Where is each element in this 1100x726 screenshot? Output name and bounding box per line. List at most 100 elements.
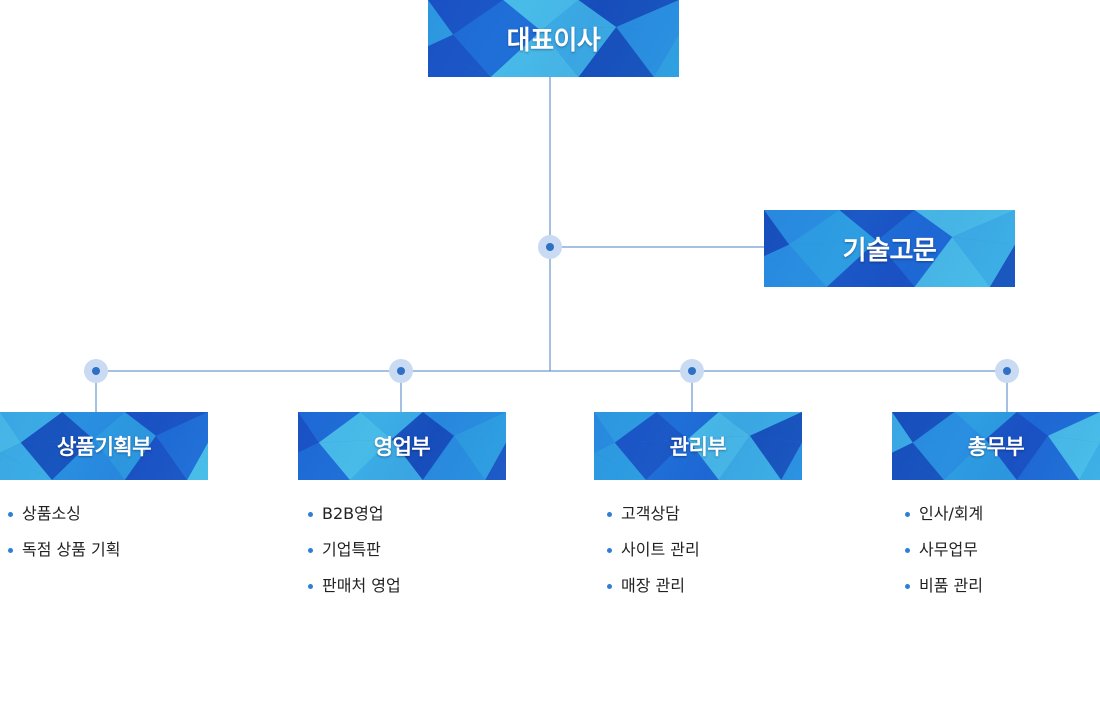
department-label: 총무부: [967, 435, 1025, 459]
facet-shape: [764, 244, 827, 287]
facet-shape: [156, 412, 208, 443]
duty-item: 매장 관리: [599, 572, 799, 608]
facet-shape: [952, 210, 1015, 245]
facet-shape: [750, 435, 802, 480]
facet-shape: [616, 0, 679, 35]
duty-item: 비품 관리: [897, 572, 1097, 608]
facet-shape: [839, 210, 915, 241]
bullet-dot-icon: [905, 584, 910, 589]
duty-text: 독점 상품 기획: [22, 540, 121, 559]
facet-shape: [428, 46, 491, 77]
facet-shape: [578, 0, 679, 27]
facet-shape: [20, 439, 94, 480]
facet-shape: [298, 412, 361, 443]
facet-shape: [0, 412, 21, 453]
duty-item: 인사/회계: [897, 500, 1097, 536]
facet-shape: [1016, 412, 1100, 436]
facet-shape: [954, 412, 1017, 440]
facet-shape: [350, 439, 423, 480]
advisor-box-pattern: [764, 210, 1015, 287]
department-box-pattern: [0, 412, 208, 480]
duty-item: 기업특판: [300, 536, 500, 572]
facet-shape: [360, 412, 423, 440]
bullet-dot-icon: [905, 548, 910, 553]
facet-shape: [764, 210, 840, 245]
facet-shape: [594, 412, 615, 453]
facet-shape: [826, 240, 915, 287]
department-box-product-planning: 상품기획부: [0, 412, 208, 480]
facet-shape: [0, 452, 52, 480]
facet-shape: [892, 412, 913, 453]
junction-node-advisor: [538, 235, 562, 259]
ceo-box: 대표이사: [428, 0, 679, 77]
advisor-label: 기술고문: [842, 236, 937, 266]
facet-shape: [298, 452, 350, 480]
facet-shape: [614, 412, 688, 443]
duty-text: 비품 관리: [919, 576, 983, 595]
facet-shape: [453, 30, 541, 77]
bullet-dot-icon: [8, 512, 13, 517]
facet-shape: [789, 240, 877, 287]
duty-item: 사무업무: [897, 536, 1097, 572]
facet-shape: [876, 210, 953, 241]
facet-shape: [391, 435, 454, 480]
duty-text: 상품소싱: [22, 504, 81, 523]
facet-shape: [912, 439, 986, 480]
facet-shape: [989, 244, 1015, 287]
facet-shape: [503, 0, 579, 31]
facet-shape: [789, 210, 877, 245]
facet-shape: [718, 412, 802, 436]
facet-shape: [62, 412, 125, 440]
advisor-box: 기술고문: [764, 210, 1015, 287]
facet-shape: [1048, 435, 1100, 480]
junction-node-dept-3: [995, 359, 1019, 383]
bullet-dot-icon: [607, 584, 612, 589]
department-label: 관리부: [669, 435, 727, 459]
facet-shape: [540, 0, 617, 31]
facet-shape: [298, 412, 319, 453]
facet-shape: [20, 412, 94, 443]
duty-text: 고객상담: [621, 504, 680, 523]
facet-shape: [428, 0, 504, 35]
department-box-pattern: [594, 412, 802, 480]
facet-shape: [985, 435, 1048, 480]
facet-shape: [453, 0, 541, 35]
facet-shape: [750, 412, 802, 443]
duty-text: 사이트 관리: [621, 540, 700, 559]
facet-shape: [318, 439, 392, 480]
department-box-pattern: [298, 412, 506, 480]
facet-shape: [540, 26, 617, 77]
duty-item: 사이트 관리: [599, 536, 799, 572]
bullet-dot-icon: [308, 584, 313, 589]
facet-shape: [93, 412, 156, 440]
duty-list-product-planning: 상품소싱 독점 상품 기획: [0, 500, 200, 572]
duty-list-general-affairs: 인사/회계 사무업무 비품 관리: [897, 500, 1097, 608]
facet-shape: [594, 452, 646, 480]
facet-shape: [912, 412, 986, 443]
bullet-dot-icon: [905, 512, 910, 517]
facet-shape: [614, 439, 688, 480]
facet-shape: [422, 435, 486, 480]
junction-node-dept-0: [84, 359, 108, 383]
facet-shape: [428, 34, 491, 77]
facet-shape: [687, 435, 750, 480]
duty-text: 사무업무: [919, 540, 978, 559]
duty-text: B2B영업: [322, 504, 384, 523]
facet-shape: [52, 439, 125, 480]
facet-shape: [944, 439, 1017, 480]
junction-node-dept-2: [680, 359, 704, 383]
duty-text: 기업특판: [322, 540, 381, 559]
facet-shape: [764, 210, 790, 257]
facet-shape: [892, 452, 944, 480]
duty-list-sales: B2B영업 기업특판 판매처 영업: [300, 500, 500, 608]
facet-shape: [656, 412, 719, 440]
bullet-dot-icon: [607, 512, 612, 517]
facet-shape: [1079, 442, 1100, 480]
department-box-pattern: [892, 412, 1100, 480]
facet-shape: [985, 412, 1048, 440]
facet-shape: [876, 236, 953, 287]
duty-text: 판매처 영업: [322, 576, 401, 595]
department-box-general-affairs: 총무부: [892, 412, 1100, 480]
